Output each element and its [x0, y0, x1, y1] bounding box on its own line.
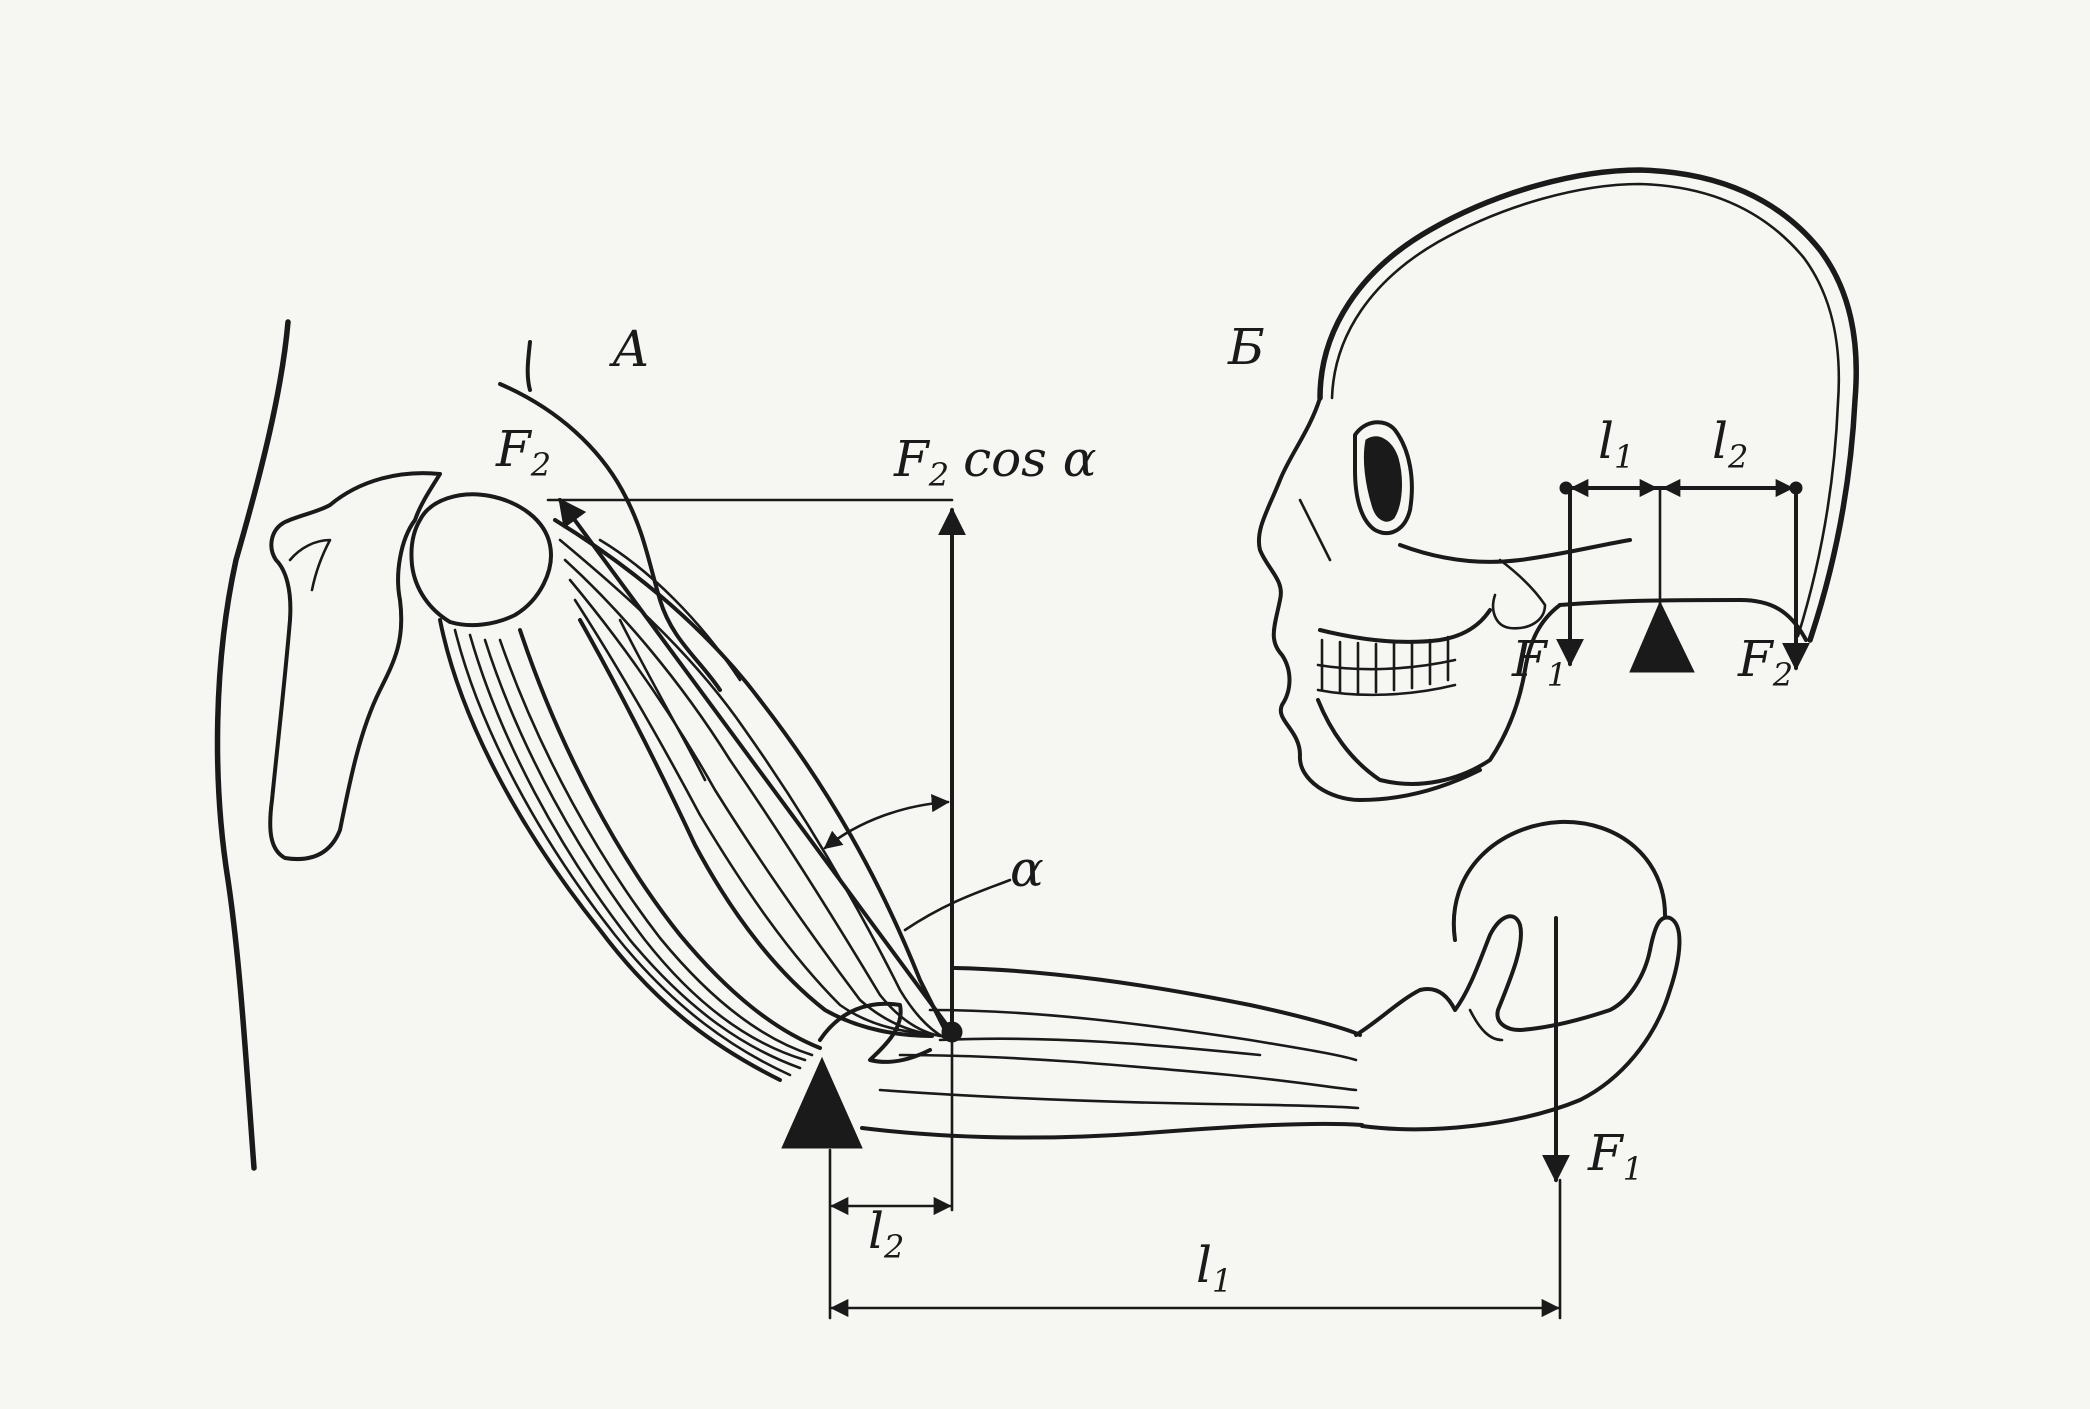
thumb: [1468, 1008, 1504, 1042]
label-muscle-force: F2: [495, 420, 551, 484]
torso-outline: [214, 319, 291, 1171]
fulcrum-triangle-a: [781, 1056, 863, 1149]
face-profile: [1256, 396, 1482, 802]
ball: [1451, 819, 1667, 942]
label-arm-short: l2: [868, 1202, 904, 1266]
fulcrum-triangle-b: [1629, 600, 1695, 673]
cranium-outline: [1317, 167, 1859, 643]
cranium-inner-outline: [1330, 182, 1841, 638]
panel-b-skull: Б l1 l2 F1 F2: [1227, 167, 1859, 802]
label-force-2: F2: [1737, 630, 1793, 694]
zygomatic-arch: [1398, 538, 1632, 564]
triceps-muscle: [438, 618, 822, 1082]
angle-leader: [903, 878, 1012, 932]
muscle-force-vector: [558, 497, 954, 1034]
upper-jaw: [1318, 608, 1492, 644]
label-load-force: F1: [1587, 1124, 1643, 1188]
eye-orbit: [1353, 420, 1414, 536]
elbow: [818, 1001, 932, 1064]
panel-b-letter: Б: [1227, 318, 1265, 376]
neck-outline: [525, 340, 532, 392]
nasal-bone: [1298, 498, 1332, 562]
forearm: [860, 966, 1364, 1140]
biceps-muscle: [553, 518, 952, 1042]
skull-base: [1558, 598, 1808, 642]
scapula-spine: [288, 538, 332, 592]
label-angle: α: [1010, 840, 1044, 898]
mandible: [1316, 603, 1562, 786]
eye-orbit-shade: [1363, 436, 1402, 522]
label-arm-1: l1: [1598, 412, 1634, 476]
trapezius-outline: [498, 382, 722, 692]
label-arm-2: l2: [1712, 412, 1748, 476]
humerus-head: [409, 492, 553, 628]
zygomatic-process: [1491, 558, 1547, 630]
angle-arc: [823, 794, 950, 850]
label-arm-long: l1: [1196, 1236, 1232, 1300]
panel-a-letter: А: [609, 320, 650, 378]
scapula: [268, 471, 442, 861]
hand: [1354, 914, 1682, 1132]
label-force-1: F1: [1511, 630, 1567, 694]
teeth: [1316, 635, 1457, 697]
